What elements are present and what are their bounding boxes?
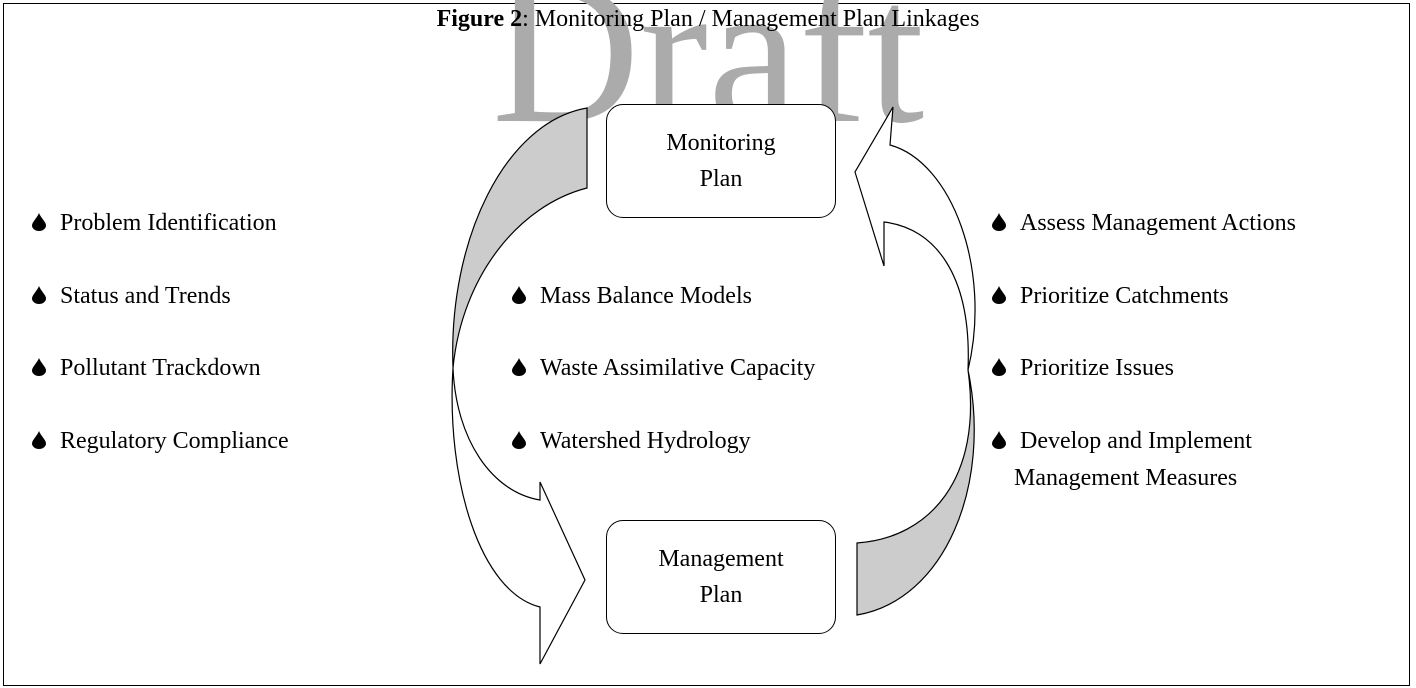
droplet-icon [32,286,46,304]
center-list-label: Watershed Hydrology [540,428,751,454]
right-arrow-head [854,106,976,371]
right-list-label-continuation: Management Measures [1014,465,1238,491]
right-list-label: Assess Management Actions [1020,210,1296,236]
droplet-icon [992,213,1006,231]
management-plan-line2: Plan [699,582,743,608]
figure-title: Figure 2: Monitoring Plan / Management P… [0,5,1416,33]
management-plan-box: Management Plan [606,520,836,634]
droplet-icon [512,431,526,449]
left-arrow-shaded-segment [452,107,588,369]
left-list-label: Regulatory Compliance [60,428,289,454]
management-plan-line1: Management [658,546,784,572]
droplet-icon [32,213,46,231]
figure-title-text: : Monitoring Plan / Management Plan Link… [522,6,980,32]
right-list-label: Prioritize Issues [1020,355,1174,381]
right-list-label: Prioritize Catchments [1020,283,1229,309]
right-list-label: Develop and Implement [1020,428,1252,454]
right-arrow-shaded-segment [856,369,975,616]
droplet-icon [992,431,1006,449]
droplet-icon [992,358,1006,376]
monitoring-plan-line1: Monitoring [666,130,776,156]
left-list-label: Problem Identification [60,210,277,236]
droplet-icon [512,286,526,304]
center-list-label: Waste Assimilative Capacity [540,355,816,381]
left-list-label: Pollutant Trackdown [60,355,261,381]
left-list-label: Status and Trends [60,283,231,309]
left-arrow-head [451,367,586,665]
figure-label: Figure 2 [436,6,523,32]
figure-frame [3,3,1410,686]
droplet-icon [992,286,1006,304]
droplet-icon [32,431,46,449]
droplet-icon [32,358,46,376]
center-list-label: Mass Balance Models [540,283,752,309]
monitoring-plan-line2: Plan [699,166,743,192]
monitoring-plan-box: Monitoring Plan [606,104,836,218]
droplet-icon [512,358,526,376]
